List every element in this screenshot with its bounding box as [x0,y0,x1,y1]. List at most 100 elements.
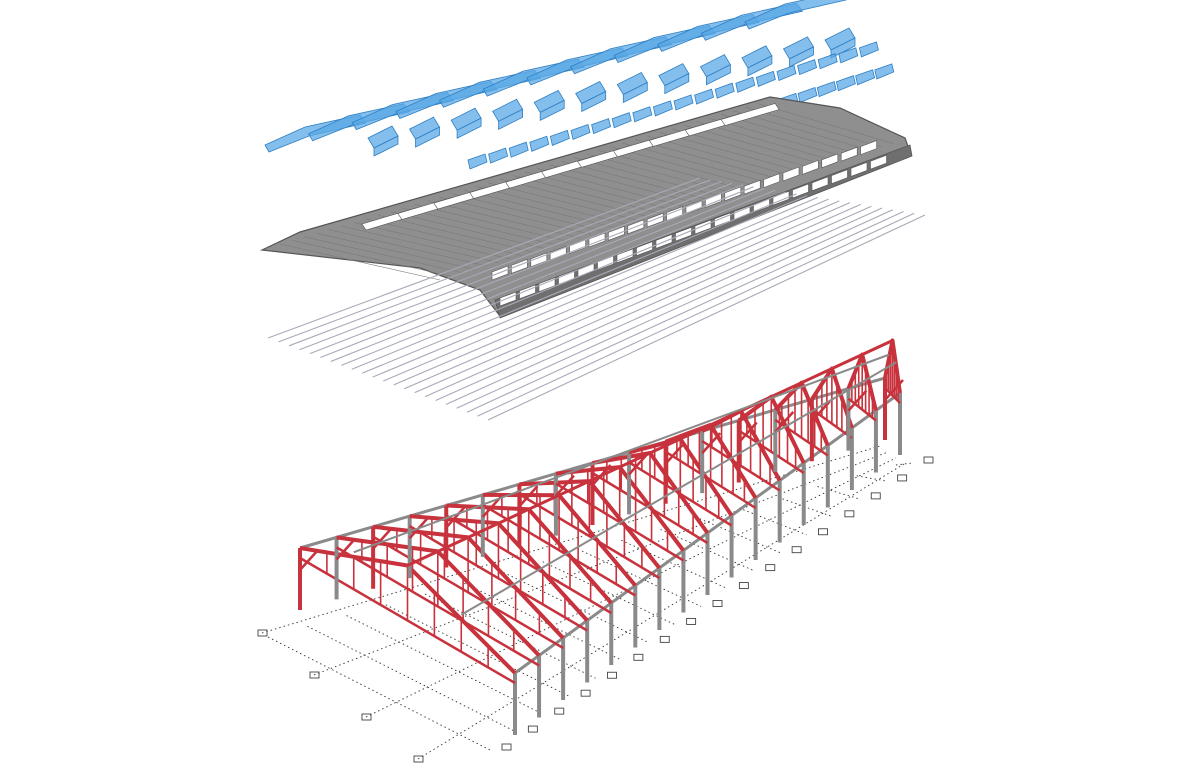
grid-line [385,604,570,697]
corrugation-line [341,225,499,263]
skylight-small-panel [591,118,612,135]
corrugation-line [708,117,847,158]
roof-window [782,166,800,182]
skylight-small-panel [652,100,673,117]
knee-brace [884,379,904,401]
purlin-line [435,205,872,401]
corrugation-line [279,243,441,281]
skylight-small-panel [776,64,797,82]
skylight-small-panel [549,129,570,146]
footing [844,510,855,518]
purlin-line [362,193,797,374]
skylight-monitor-side [706,64,731,86]
roof-window [499,291,517,307]
skylight-monitor-side [373,135,399,157]
skylight-monitor-side [664,72,690,95]
footing [686,617,697,625]
corrugation-line [733,110,871,151]
corrugation-line [586,153,731,193]
steel-frame-layer [257,338,934,763]
knee-brace [774,411,795,433]
purlin-line [320,186,754,359]
skylight-small-panel [858,41,879,58]
corrugation-line [488,182,638,221]
purlin-line [477,212,915,417]
skylight-small-panel [816,81,837,98]
grid-line [738,507,807,536]
purlin-line [299,182,733,351]
footing [527,725,538,733]
corrugation-line [377,214,534,253]
purlin-line [466,210,904,413]
knee-brace [372,527,393,550]
roof-window [802,159,819,175]
skylight-small-panel [797,59,818,76]
skylight-monitor-side [415,126,440,148]
knee-brace [664,442,685,465]
corrugation-line [365,218,522,256]
knee-brace [481,496,502,518]
skylight-small-panel [488,147,509,164]
purlin-line [278,179,711,343]
footing [659,635,670,643]
roof-window [763,173,780,189]
grid-line [817,486,860,500]
footing [607,671,617,679]
skylight-small-panel [529,135,550,152]
knee-brace [299,549,319,571]
corrugation-line [353,222,510,260]
roof-window [685,199,703,215]
corrugation-line [328,229,487,267]
footing [818,528,828,536]
corrugation-line [463,189,615,228]
footing [897,474,908,482]
frame-purlin [460,361,897,616]
skylight-small-panel [694,88,715,105]
purlin-line [372,195,808,378]
roof-window [860,140,877,156]
footing [712,600,723,607]
knee-brace [737,421,758,444]
purlin-line [487,214,926,421]
footing [413,755,424,763]
skylight-small-panel [467,153,488,170]
corrugation-line [659,132,801,172]
purlin-line [383,196,819,382]
corrugation-line [622,142,766,183]
roof-window [831,169,848,185]
purlin-line [414,202,851,394]
corrugation-line [573,157,720,197]
corrugation-line [757,103,894,144]
corrugation-line [500,178,650,218]
knee-brace [555,474,575,497]
skylight-monitor-side [581,90,607,113]
grid-line [778,496,834,518]
roof-window [821,153,839,169]
skylight-small-panel [632,106,653,123]
footing [580,689,591,697]
purlin-line [403,200,840,390]
corrugation-line [720,114,859,155]
roof-window [694,219,712,235]
skylight-small-panel [508,141,529,158]
grid-line [267,636,491,751]
corrugation-line [451,193,603,232]
roof-window [811,176,829,192]
skylight-small-panel [797,86,818,104]
skylight-small-panel [611,112,632,129]
roof-sheet [259,96,911,317]
corrugation-line [292,240,452,277]
footing [738,582,749,590]
corrugation-line [402,207,557,246]
corrugation-line [475,186,627,225]
corrugation-line [414,204,568,242]
footing [870,492,881,500]
skylight-monitor-side [622,81,648,104]
grid-line [699,518,781,554]
roof-opening-long [720,103,780,126]
purlin-line [309,184,744,355]
grid-line [856,475,886,482]
knee-brace [518,485,539,508]
roof-window [511,258,528,274]
skylight-small-panel [714,82,735,99]
